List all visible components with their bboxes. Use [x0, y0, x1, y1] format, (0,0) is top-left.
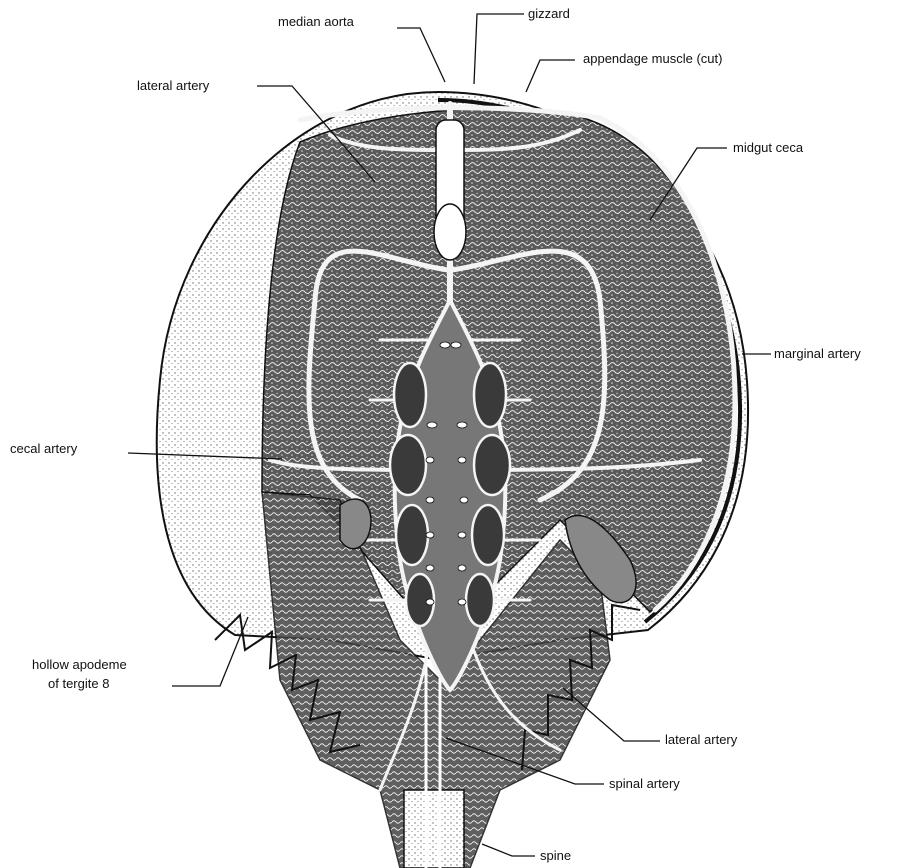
- label-midgut-ceca: midgut ceca: [733, 140, 803, 155]
- label-cecal-artery: cecal artery: [10, 441, 77, 456]
- label-spine: spine: [540, 848, 571, 863]
- label-spinal-artery: spinal artery: [609, 776, 680, 791]
- label-lateral-artery-bottom: lateral artery: [665, 732, 737, 747]
- label-median-aorta: median aorta: [278, 14, 354, 29]
- label-hollow-apodeme-line2: of tergite 8: [48, 676, 109, 691]
- label-marginal-artery: marginal artery: [774, 346, 861, 361]
- leader-median-aorta: [397, 28, 445, 82]
- label-lateral-artery-top: lateral artery: [137, 78, 209, 93]
- label-appendage-muscle: appendage muscle (cut): [583, 51, 722, 66]
- leader-appendage-muscle: [526, 60, 575, 92]
- label-hollow-apodeme-line1: hollow apodeme: [32, 657, 127, 672]
- label-gizzard: gizzard: [528, 6, 570, 21]
- leader-gizzard: [474, 14, 524, 84]
- leader-spine: [482, 844, 535, 856]
